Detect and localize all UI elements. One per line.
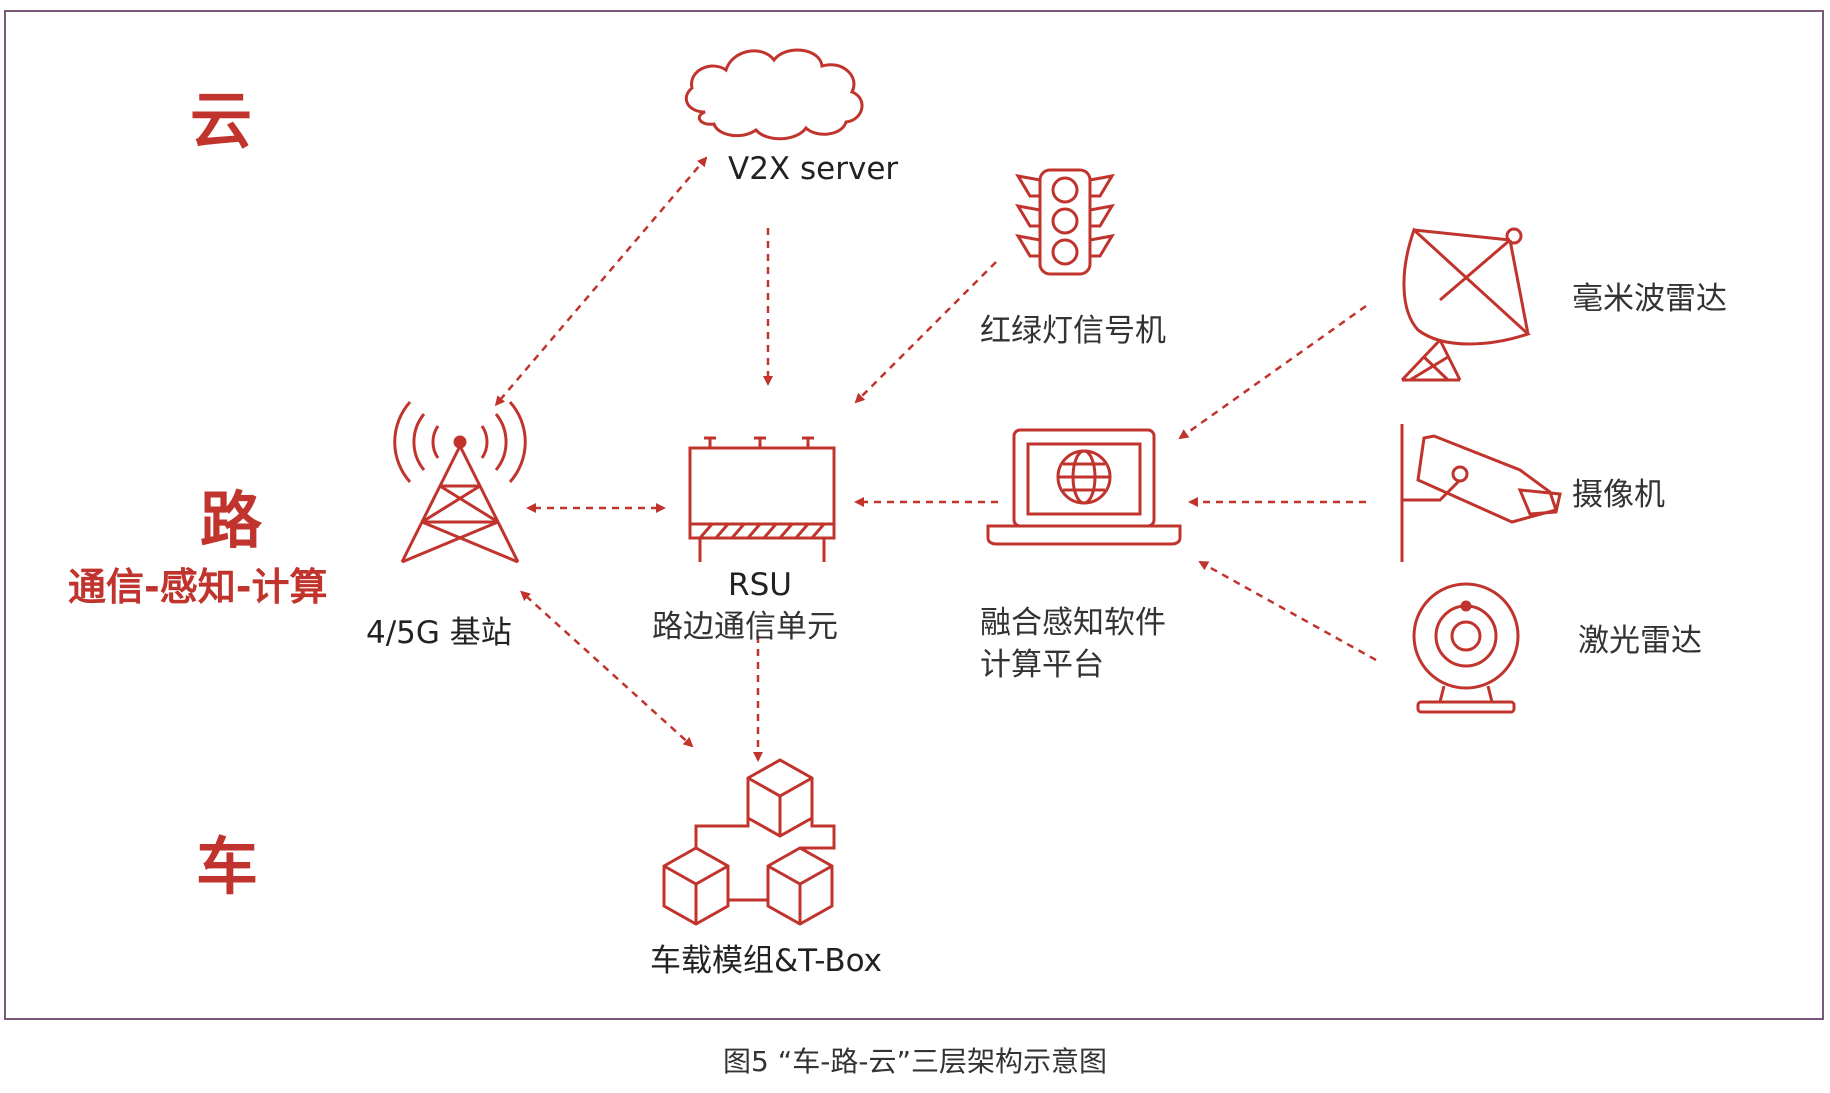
tower-icon xyxy=(393,401,527,564)
label-traffic-light: 红绿灯信号机 xyxy=(980,313,1166,349)
radar-dish-icon xyxy=(1400,227,1531,382)
lidar-icon xyxy=(1412,582,1520,714)
label-mmwave-radar: 毫米波雷达 xyxy=(1572,281,1727,317)
label-camera: 摄像机 xyxy=(1572,477,1665,513)
label-platform-line2: 计算平台 xyxy=(980,647,1104,683)
label-vehicle-module: 车载模组&T-Box xyxy=(650,943,882,979)
connections xyxy=(494,156,1377,762)
arrow-tower-vehicle xyxy=(520,590,694,748)
cloud-icon xyxy=(684,48,864,141)
label-lidar: 激光雷达 xyxy=(1578,623,1702,659)
label-rsu-subtitle: 路边通信单元 xyxy=(652,609,838,645)
arrow-lidar-platform xyxy=(1198,560,1377,662)
label-base-station: 4/5G 基站 xyxy=(366,615,512,651)
tier-cloud: 云 xyxy=(190,84,253,157)
tier-road-subtitle: 通信-感知-计算 xyxy=(68,565,328,609)
traffic-light-icon xyxy=(1015,168,1115,276)
label-rsu: RSU xyxy=(728,567,792,603)
tier-vehicle: 车 xyxy=(196,830,259,903)
diagram-frame xyxy=(4,10,1824,1020)
label-v2x-server: V2X server xyxy=(728,151,899,187)
laptop-globe-icon xyxy=(986,428,1182,546)
tier-road: 路 xyxy=(200,484,263,557)
cubes-icon xyxy=(662,758,836,926)
rsu-icon xyxy=(688,436,836,562)
arrow-radar-platform xyxy=(1178,304,1367,440)
figure-caption: 图5 “车-路-云”三层架构示意图 xyxy=(723,1045,1107,1078)
arrow-light-rsu xyxy=(854,261,997,404)
camera-icon xyxy=(1400,424,1562,562)
arrow-tower-server xyxy=(494,156,708,407)
label-platform-line1: 融合感知软件 xyxy=(980,605,1166,641)
